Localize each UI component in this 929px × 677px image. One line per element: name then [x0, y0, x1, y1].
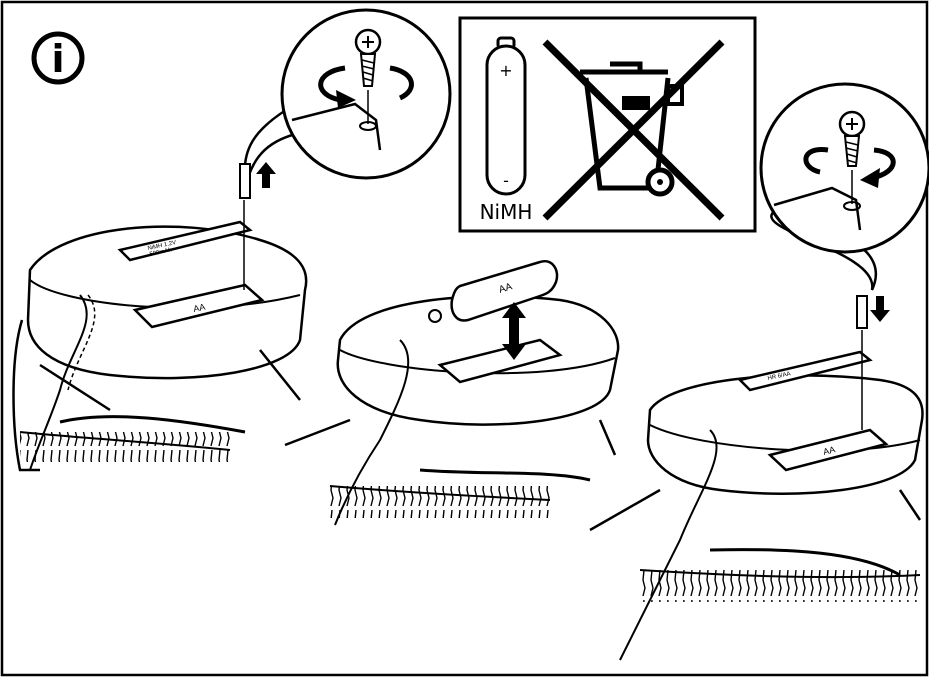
zoom-callout-screw-in	[761, 84, 929, 290]
disposal-warning-box: + - NiMH	[460, 18, 755, 231]
lamp-base-step-3: AA HR 6/AA	[590, 296, 923, 660]
rechargeable-battery-icon: + -	[487, 38, 525, 194]
info-icon-letter: i	[51, 37, 64, 81]
info-icon: i	[34, 34, 82, 82]
screw-icon	[857, 296, 867, 328]
arrow-down-icon	[870, 296, 890, 322]
lamp-base-step-2: AA	[285, 261, 618, 525]
zoom-callout-unscrew	[245, 10, 450, 185]
arrow-up-icon	[256, 162, 276, 188]
battery-plus-label: +	[499, 61, 512, 80]
lamp-base-step-1: AA NiMH 1.2V 500mAh	[14, 162, 307, 470]
battery-minus-label: -	[503, 171, 509, 190]
screw-icon	[240, 164, 250, 198]
battery-chemistry-label: NiMH	[480, 200, 533, 224]
